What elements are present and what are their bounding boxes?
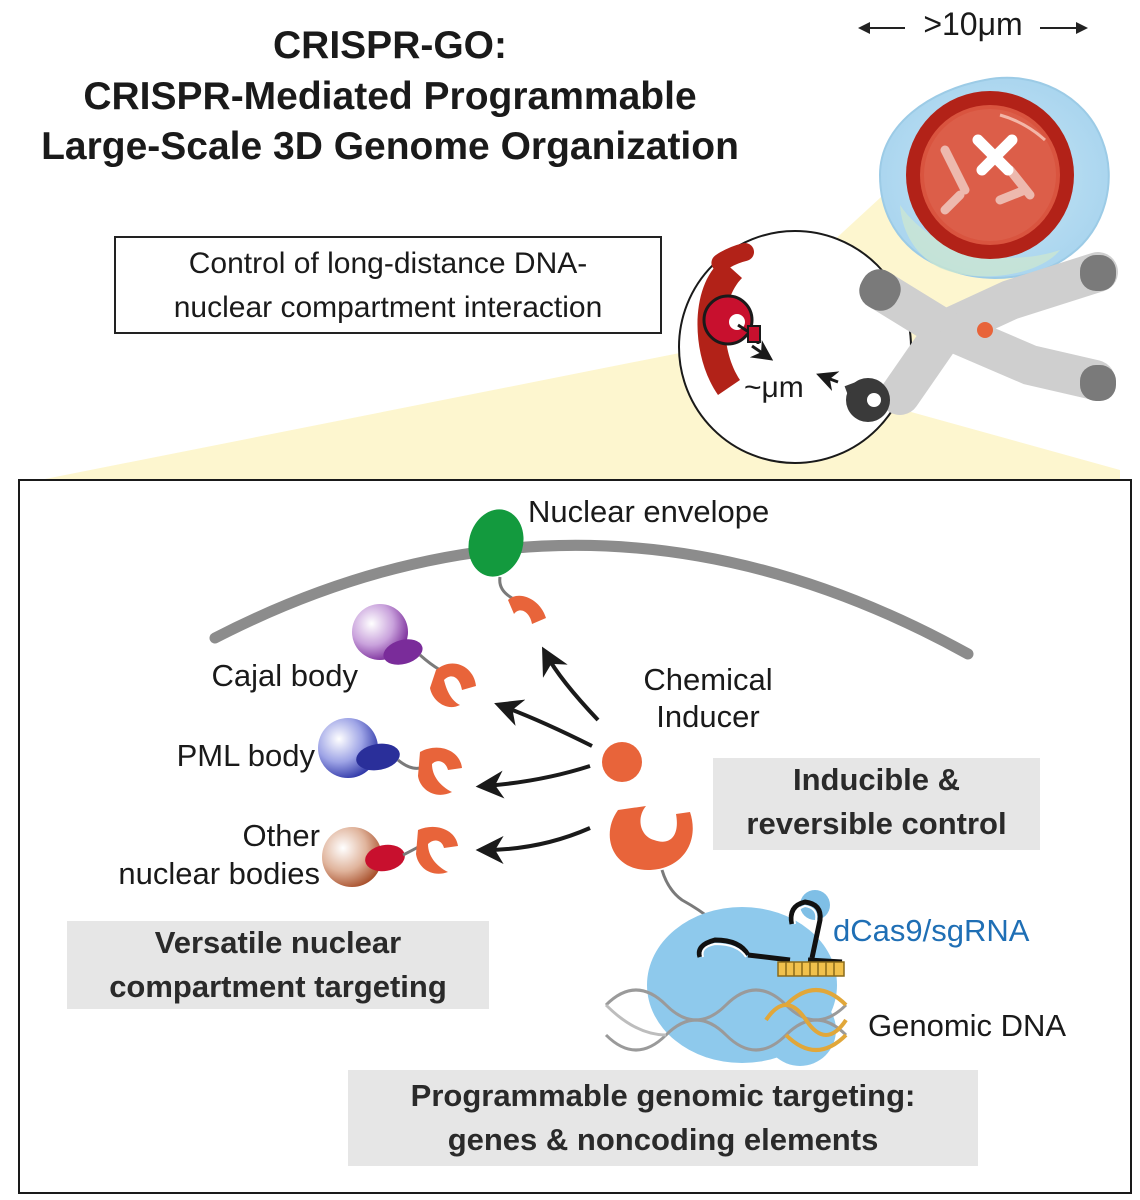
callout-line-1: Control of long-distance DNA-	[188, 247, 588, 280]
inducible-line-1: Inducible &	[792, 762, 961, 797]
cell-illustration	[878, 76, 1110, 279]
chemical-inducer-label-1: Chemical	[643, 662, 773, 697]
distance-label: ~μm	[744, 371, 804, 404]
inducible-control-box: Inducible & reversible control	[713, 758, 1040, 850]
inducible-line-2: reversible control	[746, 806, 1007, 841]
dcas9-complex	[647, 890, 845, 1066]
dcas9-binder	[609, 806, 693, 870]
dcas9-label: dCas9/sgRNA	[833, 913, 1030, 948]
other-body-sphere	[322, 827, 382, 887]
title-line-1: CRISPR-GO:	[273, 24, 507, 67]
cajal-body-label: Cajal body	[211, 658, 358, 693]
zoom-cone-bottom	[40, 345, 1120, 480]
chromosome	[844, 252, 1118, 422]
chemical-inducer-dot	[602, 742, 642, 782]
versatile-targeting-box: Versatile nuclear compartment targeting	[67, 921, 489, 1009]
zoom-circle	[678, 230, 912, 464]
pml-body-label: PML body	[176, 738, 315, 773]
other-bodies-group	[322, 826, 458, 887]
cajal-body-group	[352, 604, 476, 708]
sgrna	[696, 899, 843, 965]
other-bodies-label-2: nuclear bodies	[118, 856, 320, 891]
nuclear-envelope-label: Nuclear envelope	[528, 494, 770, 529]
genomic-dna-helix	[604, 988, 848, 1052]
title-line-3: Large-Scale 3D Genome Organization	[41, 125, 739, 168]
programmable-targeting-box: Programmable genomic targeting: genes & …	[348, 1070, 978, 1166]
genomic-dna-label: Genomic DNA	[868, 1008, 1067, 1043]
versatile-line-2: compartment targeting	[109, 969, 447, 1004]
title-line-2: CRISPR-Mediated Programmable	[83, 75, 697, 118]
versatile-line-1: Versatile nuclear	[154, 925, 402, 960]
programmable-line-1: Programmable genomic targeting:	[410, 1078, 916, 1113]
chemical-inducer-label-2: Inducer	[656, 699, 760, 734]
centromere	[977, 322, 993, 338]
anchor-protein	[702, 294, 754, 346]
nuclear-envelope-arc	[209, 539, 974, 660]
scale-arrow	[858, 22, 1088, 34]
envelope-anchor	[468, 509, 546, 624]
programmable-line-2: genes & noncoding elements	[447, 1122, 879, 1157]
callout-box: Control of long-distance DNA- nuclear co…	[114, 236, 662, 334]
other-bodies-label-1: Other	[242, 818, 320, 853]
recruitment-arrows	[475, 646, 600, 864]
sgrna-inner	[701, 904, 818, 958]
pml-body-group	[318, 718, 462, 795]
callout-line-2: nuclear compartment interaction	[173, 291, 603, 324]
scale-label: >10μm	[923, 6, 1023, 42]
